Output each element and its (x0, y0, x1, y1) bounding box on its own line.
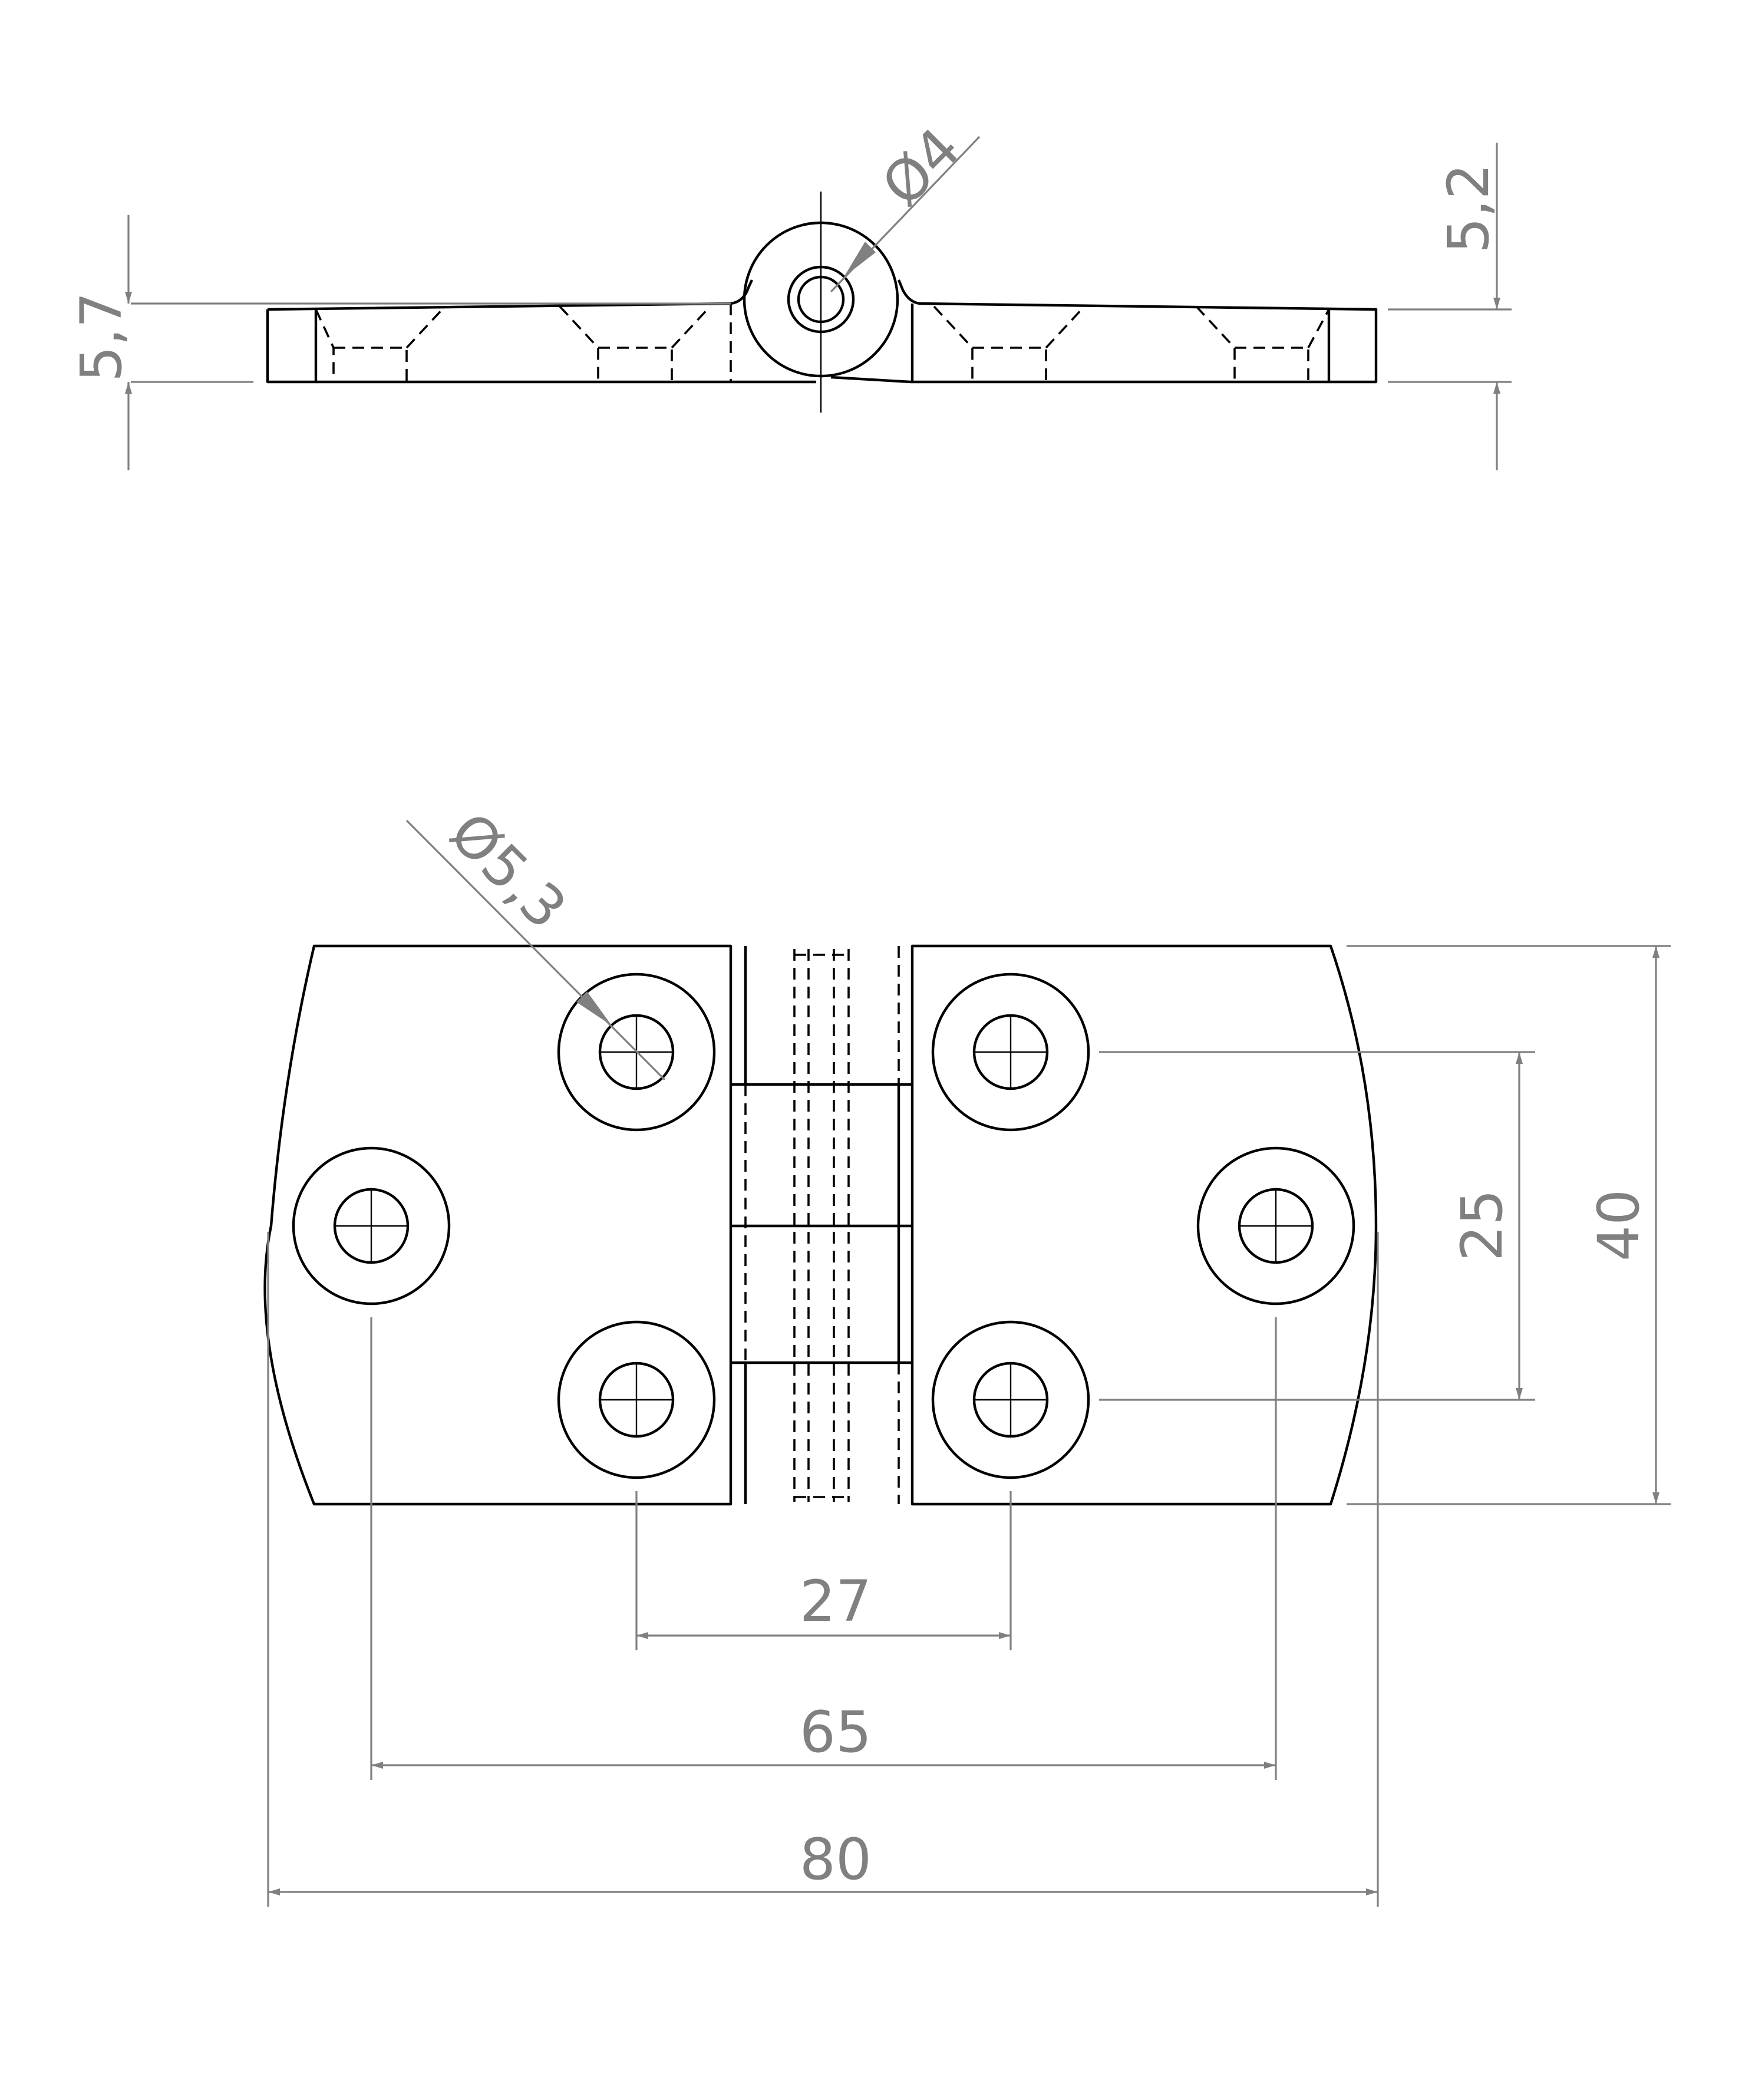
dim-65-label: 65 (800, 1699, 872, 1765)
right-leaf-plan (910, 944, 1378, 1506)
hole-diameter-leader (405, 819, 666, 1081)
knuckle-segments (731, 946, 912, 1504)
countersink-hidden-right (933, 305, 1330, 382)
dim-27-label: 27 (800, 1568, 872, 1634)
hole-diameter-arrow (576, 991, 612, 1026)
left-leaf-profile (266, 279, 816, 384)
hole-bottom-left (557, 1320, 716, 1479)
pin-diameter-arrow (844, 242, 876, 277)
hole-top-right (931, 972, 1090, 1132)
pin-diameter-label: Ø4 (869, 115, 973, 219)
left-leaf-plan (263, 944, 733, 1506)
dim-40-label: 40 (1586, 1189, 1652, 1261)
hole-middle-right (1196, 1146, 1355, 1306)
hole-bottom-right (931, 1320, 1090, 1479)
hole-diameter-label: Ø5,3 (437, 800, 579, 942)
dim-5-2-label: 5,2 (1436, 163, 1502, 253)
dim-25-label: 25 (1449, 1189, 1515, 1261)
dim-5-7-label: 5,7 (68, 292, 134, 382)
side-view: Ø4 5,7 5,2 (68, 115, 1512, 470)
pin-hidden-lines (730, 946, 913, 1504)
right-leaf-profile (830, 279, 1378, 384)
plan-view: Ø5,3 25 40 27 65 80 (263, 800, 1671, 1907)
hole-middle-left (292, 1146, 451, 1306)
dim-80-label: 80 (800, 1827, 872, 1893)
countersink-hidden-left (315, 304, 732, 382)
